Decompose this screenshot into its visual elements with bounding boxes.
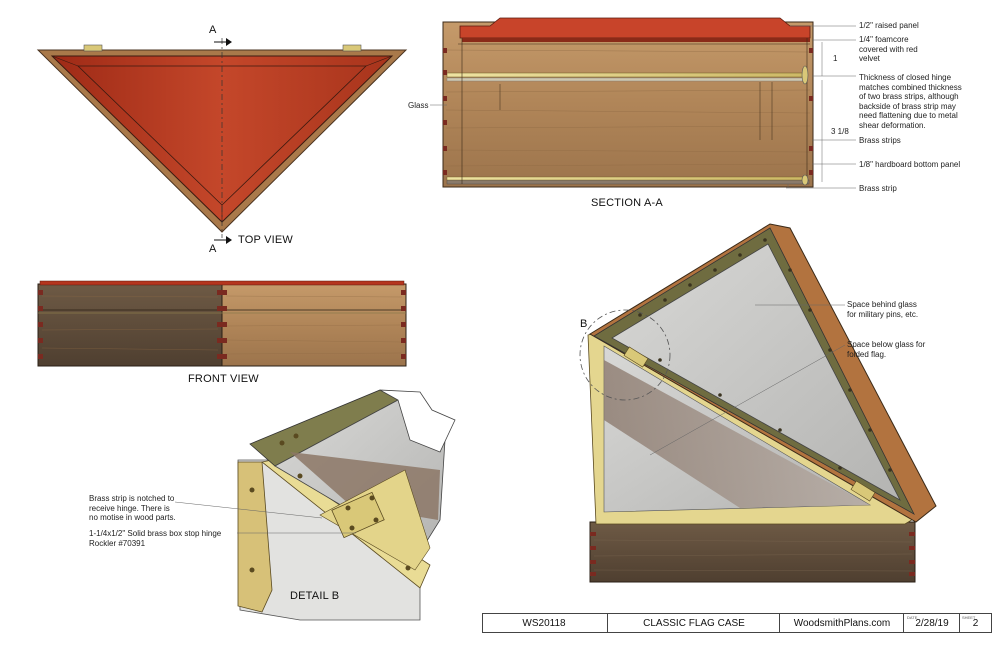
- callout-bottom-panel: 1/8" hardboard bottom panel: [859, 160, 961, 169]
- iso-hinge-left-icon: [623, 346, 649, 368]
- section-mark-a-bottom: A: [209, 243, 217, 255]
- callout-foamcore: 1/4" foamcore covered with red velvet: [859, 35, 918, 63]
- callout-space-behind: Space behind glass for military pins, et…: [847, 300, 919, 319]
- callout-hinge-thickness: Thickness of closed hinge matches combin…: [859, 73, 962, 130]
- sheet-value: 2: [959, 614, 991, 632]
- top-view: [36, 38, 408, 244]
- front-view: [37, 280, 407, 367]
- callout-brass-strip: Brass strip: [859, 184, 897, 193]
- detail-view-title: DETAIL B: [290, 590, 340, 602]
- date-value: 2/28/19: [903, 614, 960, 632]
- hinge-icon: [331, 491, 385, 539]
- callout-hinge-spec: 1-1/4x1/2" Solid brass box stop hinge Ro…: [89, 529, 222, 548]
- sheet-label: SHEET: [962, 615, 976, 620]
- callout-glass: Glass: [408, 101, 429, 110]
- detail-b-view: [237, 389, 456, 621]
- detail-b-callout-circle: [579, 309, 671, 401]
- dimension-1: 1: [833, 54, 838, 63]
- plan-number: WS20118: [522, 618, 566, 629]
- section-mark-a-top: A: [209, 24, 217, 36]
- hinge-left-icon: [83, 44, 103, 52]
- detail-leaders: [174, 501, 356, 534]
- isometric-view: [579, 223, 937, 583]
- front-view-title: FRONT VIEW: [188, 373, 259, 385]
- callout-raised-panel: 1/2" raised panel: [859, 21, 919, 30]
- callout-space-below: Space below glass for folded flag.: [847, 340, 926, 359]
- section-view: [430, 17, 856, 189]
- dimension-3-1-8: 3 1/8: [831, 127, 849, 136]
- iso-hinge-right-icon: [850, 480, 876, 502]
- top-view-title: TOP VIEW: [238, 234, 293, 246]
- callout-brass-strips: Brass strips: [859, 136, 901, 145]
- hinge-right-icon: [342, 44, 362, 52]
- plan-title: CLASSIC FLAG CASE: [607, 614, 780, 632]
- section-mark-b: B: [580, 318, 588, 330]
- date-label: DATE: [907, 615, 918, 620]
- section-view-title: SECTION A-A: [591, 197, 663, 209]
- site-name: WoodsmithPlans.com: [779, 614, 904, 632]
- callout-notched: Brass strip is notched to receive hinge.…: [89, 494, 176, 522]
- title-block: WS20118 CLASSIC FLAG CASE WoodsmithPlans…: [482, 613, 992, 633]
